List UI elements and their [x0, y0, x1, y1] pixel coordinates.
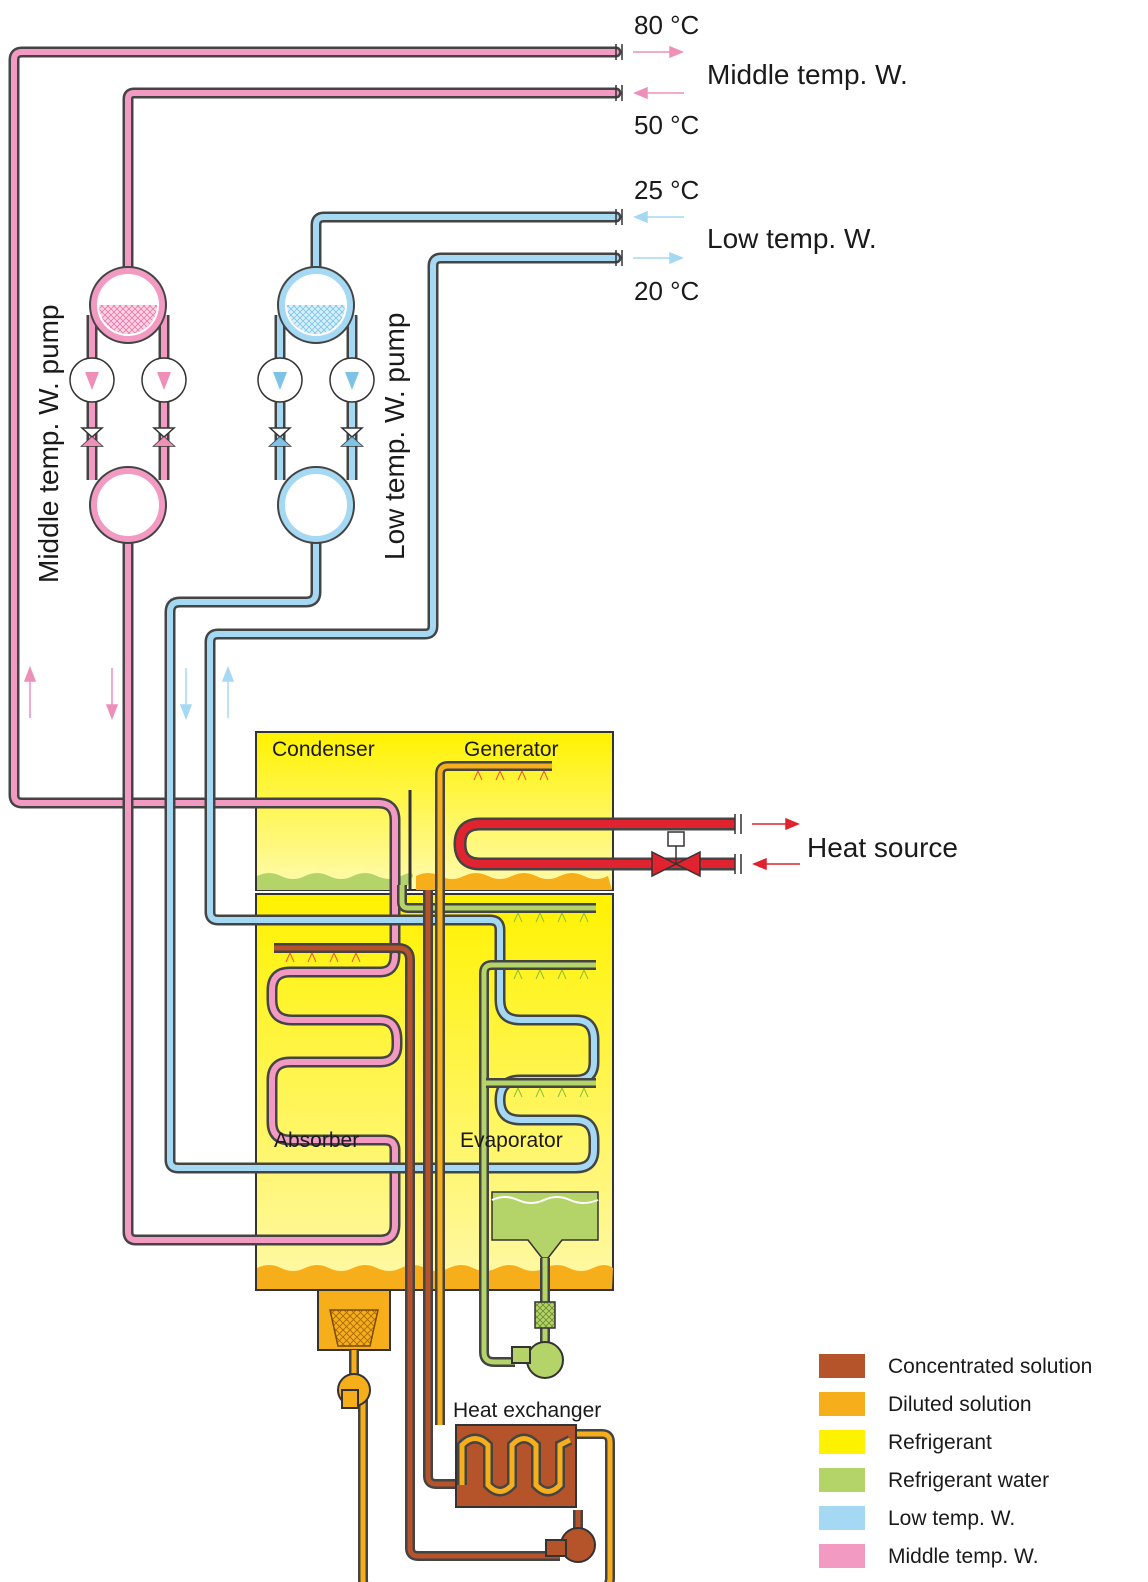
- absorber-label: Absorber: [274, 1129, 359, 1152]
- temp-low-in: 25 °C: [634, 175, 699, 205]
- solution-pump: [337, 1373, 371, 1409]
- heat-source-label: Heat source: [807, 832, 958, 863]
- middle-water-label: Middle temp. W.: [707, 59, 908, 90]
- heat-exchanger-label: Heat exchanger: [453, 1399, 601, 1422]
- legend-swatch: [819, 1468, 865, 1492]
- legend-swatch: [819, 1430, 865, 1454]
- low-pump-label: Low temp. W. pump: [379, 313, 410, 560]
- spray-headers: [285, 770, 589, 1098]
- heat-source-valve: [651, 831, 701, 878]
- generator-label: Generator: [464, 738, 559, 761]
- legend-swatch: [819, 1506, 865, 1530]
- legend-label: Middle temp. W.: [888, 1545, 1039, 1568]
- heat-exchanger: [455, 1424, 577, 1508]
- low-water-label: Low temp. W.: [707, 223, 877, 254]
- concentrated-pump: [545, 1527, 596, 1563]
- low-water-pipes: [164, 211, 622, 1174]
- refrigerant-pump: [511, 1341, 564, 1379]
- middle-pump-loop: [69, 266, 187, 544]
- evaporator-label: Evaporator: [460, 1129, 563, 1152]
- solution-pipes: [274, 761, 615, 1582]
- legend-swatch: [819, 1544, 865, 1568]
- legend-label: Refrigerant water: [888, 1469, 1049, 1492]
- legend-label: Refrigerant: [888, 1431, 992, 1454]
- pipe-end-caps: [615, 44, 742, 874]
- legend-label: Concentrated solution: [888, 1355, 1092, 1378]
- low-pump-loop: [257, 266, 375, 544]
- temp-middle-out: 80 °C: [634, 10, 699, 40]
- heat-source-pipe: [453, 817, 735, 871]
- legend-label: Low temp. W.: [888, 1507, 1015, 1530]
- legend-swatch: [819, 1392, 865, 1416]
- temp-low-out: 20 °C: [634, 276, 699, 306]
- legend-swatch: [819, 1354, 865, 1378]
- temp-middle-in: 50 °C: [634, 110, 699, 140]
- flow-arrows: [23, 45, 800, 871]
- condenser-label: Condenser: [272, 738, 375, 761]
- legend-label: Diluted solution: [888, 1393, 1032, 1416]
- middle-water-pipes: [8, 46, 622, 1246]
- refrigerant-filter: [534, 1301, 556, 1329]
- middle-pump-label: Middle temp. W. pump: [33, 304, 64, 583]
